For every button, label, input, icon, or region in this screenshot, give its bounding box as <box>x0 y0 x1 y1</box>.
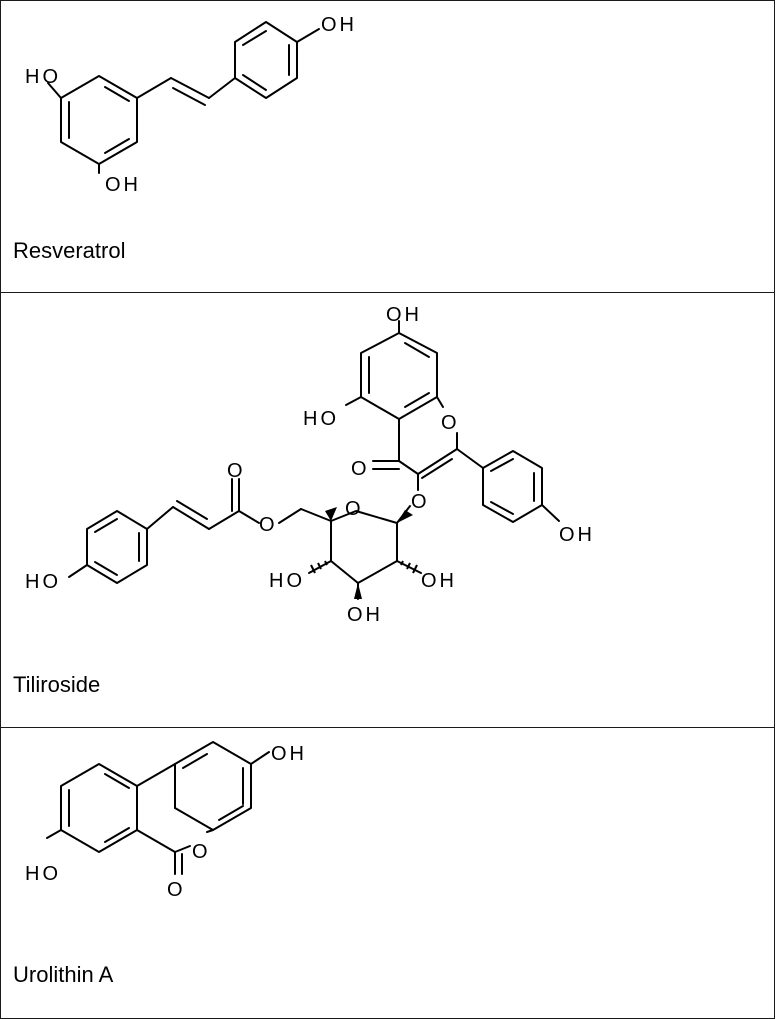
urolithin-o-ring-label: O <box>192 841 211 863</box>
row-urolithin-a: OH HO O O Urolithin A <box>0 727 775 1019</box>
compound-name-tiliroside: Tiliroside <box>13 672 101 697</box>
wedge-c3 <box>354 583 362 599</box>
tiliroside-o-pyran-label: O <box>345 498 364 520</box>
wedge-c1 <box>397 510 413 523</box>
row-resveratrol: HO OH OH Resveratrol <box>0 0 775 293</box>
tiliroside-o-keto-label: O <box>351 458 370 480</box>
tiliroside-o-link-label: O <box>411 491 430 513</box>
urolithin-oh-top-label: OH <box>271 743 307 765</box>
tiliroside-bonds <box>68 320 560 600</box>
tiliroside-oh-7-label: OH <box>386 304 422 326</box>
tiliroside-o-ring-label: O <box>441 412 460 434</box>
tiliroside-oh-5-label: HO <box>303 408 339 430</box>
urolithin-ho-left-label: HO <box>25 863 61 885</box>
resveratrol-bonds <box>47 21 320 174</box>
compound-name-resveratrol: Resveratrol <box>13 238 126 263</box>
tiliroside-oh-sugar-4-label: HO <box>269 570 305 592</box>
urolithin-o-carbonyl-label: O <box>167 879 186 901</box>
tiliroside-oh-coumaroyl-label: HO <box>25 571 61 593</box>
urolithin-a-bonds <box>46 741 270 875</box>
resveratrol-structure: HO OH OH <box>25 14 357 196</box>
resveratrol-oh-top-label: OH <box>321 14 357 36</box>
wedge-c5 <box>325 507 337 521</box>
hash-c4 <box>310 560 328 574</box>
compound-name-urolithin-a: Urolithin A <box>13 962 114 987</box>
tiliroside-oh-sugar-3-label: OH <box>347 604 383 626</box>
hash-c2 <box>400 560 418 574</box>
tiliroside-o-carbonyl-label: O <box>227 460 246 482</box>
tiliroside-structure: OH HO O O O O O O OH HO HO OH OH <box>25 304 595 626</box>
tiliroside-o-ester-label: O <box>259 514 278 536</box>
urolithin-a-structure: OH HO O O <box>25 741 307 901</box>
resveratrol-oh-bottom-label: OH <box>105 174 141 196</box>
resveratrol-ho-label: HO <box>25 66 61 88</box>
tiliroside-oh-sugar-2-label: OH <box>421 570 457 592</box>
row-tiliroside: OH HO O O O O O O OH HO HO OH OH Tiliros… <box>0 292 775 728</box>
tiliroside-oh-phenyl-label: OH <box>559 524 595 546</box>
